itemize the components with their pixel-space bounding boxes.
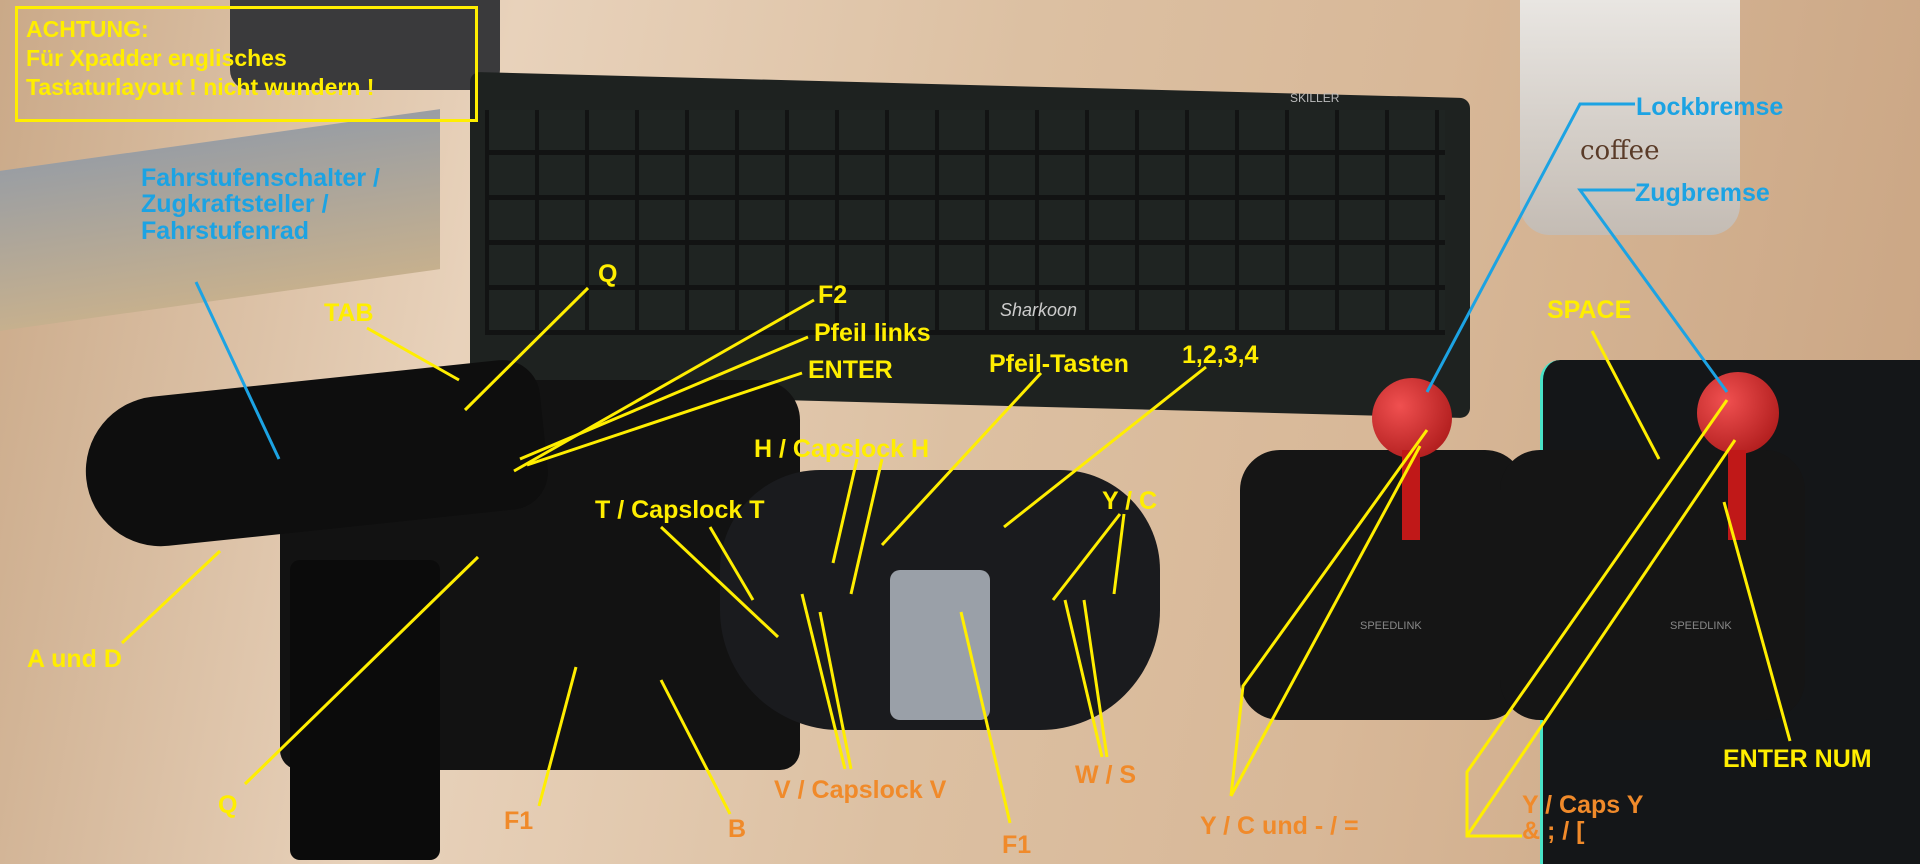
label-fahrstufen-line1: Fahrstufenschalter / xyxy=(141,164,380,192)
notice-title: ACHTUNG: xyxy=(26,16,149,42)
notice-line1: Für Xpadder englisches xyxy=(26,45,287,71)
label-space: SPACE xyxy=(1547,296,1632,324)
mug-text: coffee xyxy=(1580,136,1660,166)
label-1234: 1,2,3,4 xyxy=(1182,341,1259,369)
joystick-right-base xyxy=(1500,450,1805,720)
label-y-c-und: Y / C und - / = xyxy=(1200,812,1359,840)
label-pfeil-tasten: Pfeil-Tasten xyxy=(989,350,1129,378)
label-t-caps: T / Capslock T xyxy=(595,496,765,524)
throttle-base xyxy=(290,560,440,860)
label-enter: ENTER xyxy=(808,356,893,384)
joystick-left-base xyxy=(1240,450,1525,720)
label-a-und-d: A und D xyxy=(27,645,122,673)
notice-box: ACHTUNG: Für Xpadder englisches Tastatur… xyxy=(15,6,478,122)
joystick-right-ball xyxy=(1697,372,1779,454)
joystick-right-stick xyxy=(1728,450,1746,540)
label-y-caps-y: Y / Caps Y & ; / [ xyxy=(1522,792,1643,845)
joystick-left-ball xyxy=(1372,378,1452,458)
phone xyxy=(230,0,500,90)
label-fahrstufen-line2: Zugkraftsteller / xyxy=(141,190,329,219)
label-f1-left: F1 xyxy=(504,807,534,835)
label-pfeil-links: Pfeil links xyxy=(814,319,931,347)
label-tab: TAB xyxy=(324,299,374,327)
label-w-s: W / S xyxy=(1075,761,1137,789)
label-lockbremse: Lockbremse xyxy=(1636,93,1784,121)
label-y-c: Y / C xyxy=(1102,487,1158,515)
coffee-mug: coffee xyxy=(1520,0,1740,235)
label-zugbremse: Zugbremse xyxy=(1635,179,1770,207)
label-q-bottom: Q xyxy=(218,791,238,819)
label-f1-right: F1 xyxy=(1002,831,1032,859)
joystick-brand-left: SPEEDLINK xyxy=(1360,620,1422,632)
label-fahrstufen-line3: Fahrstufenrad xyxy=(141,216,310,245)
keyboard-keys xyxy=(485,110,1445,335)
label-fahrstufen: Fahrstufenschalter / Zugkraftsteller / F… xyxy=(141,165,380,244)
label-b: B xyxy=(728,815,747,843)
label-y-caps-y-line2: & ; / [ xyxy=(1522,817,1585,846)
keyboard-model: SKILLER xyxy=(1290,91,1340,105)
notice-line2: Tastaturlayout ! nicht wundern ! xyxy=(26,74,375,100)
gamepad-center xyxy=(890,570,990,720)
label-f2: F2 xyxy=(818,281,848,309)
label-v-caps: V / Capslock V xyxy=(774,776,947,804)
label-q-top: Q xyxy=(598,260,618,288)
label-h-caps: H / Capslock H xyxy=(754,435,930,463)
keyboard-brand: Sharkoon xyxy=(1000,300,1078,320)
label-y-caps-y-line1: Y / Caps Y xyxy=(1522,791,1644,819)
label-enter-num: ENTER NUM xyxy=(1723,745,1872,773)
joystick-brand-right: SPEEDLINK xyxy=(1670,620,1732,632)
